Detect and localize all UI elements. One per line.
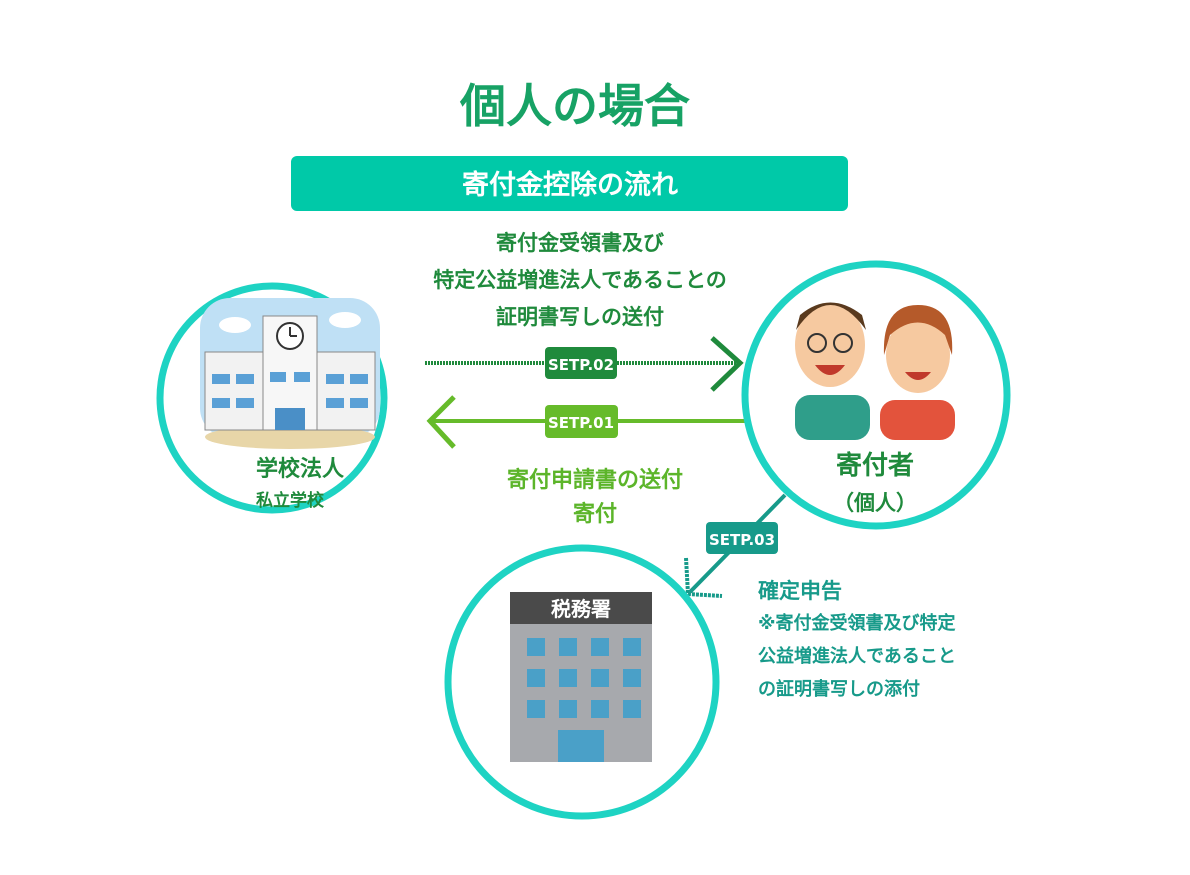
building-window: [591, 669, 609, 687]
step01-badge-label: SETP.01: [548, 414, 614, 432]
step02-badge: [545, 347, 617, 379]
building-window: [559, 669, 577, 687]
tax-office-sign: 税務署: [551, 597, 611, 621]
step03-note-line: 公益増進法人であること: [758, 645, 956, 667]
step01-text-line: 寄付申請書の送付: [507, 467, 683, 493]
building-window: [527, 638, 545, 656]
donor-label: 寄付者: [836, 450, 914, 481]
step02-text-line: 証明書写しの送付: [496, 305, 664, 329]
school-label: 学校法人: [256, 456, 344, 482]
banner: [291, 156, 848, 211]
step01-text-line: 寄付: [573, 501, 617, 527]
banner-label: 寄付金控除の流れ: [462, 169, 678, 201]
building-window: [623, 669, 641, 687]
school-illustration: [200, 298, 380, 449]
building-window: [527, 700, 545, 718]
building-window: [591, 700, 609, 718]
step03-arrow: SETP.03: [684, 493, 787, 598]
step02-arrow: SETP.02: [425, 336, 744, 392]
building-window: [623, 700, 641, 718]
step01-arrow: SETP.01: [426, 395, 745, 449]
step02-badge-label: SETP.02: [548, 356, 614, 374]
step03-badge: [706, 522, 778, 554]
donor-illustration: [795, 302, 955, 440]
school-node: 学校法人 私立学校: [156, 282, 388, 514]
school-sublabel: 私立学校: [256, 490, 325, 511]
building-window: [559, 700, 577, 718]
donor-node: 寄付者 （個人）: [741, 260, 1011, 530]
step03-badge-label: SETP.03: [709, 531, 775, 549]
page-title: 個人の場合: [459, 79, 690, 133]
building-window: [591, 638, 609, 656]
step01-badge: [545, 405, 618, 438]
step03-note-line: ※寄付金受領書及び特定: [758, 612, 956, 634]
donor-sublabel: （個人）: [833, 491, 917, 515]
tax-office-node: 税務署: [444, 544, 720, 820]
step02-text-line: 特定公益増進法人であることの: [433, 268, 727, 292]
tax-office-illustration: 税務署: [510, 592, 652, 762]
building-window: [527, 669, 545, 687]
step03-heading: 確定申告: [758, 579, 842, 603]
step03-note-line: の証明書写しの添付: [758, 678, 920, 700]
building-window: [559, 638, 577, 656]
step02-text-line: 寄付金受領書及び: [496, 231, 664, 255]
building-window: [623, 638, 641, 656]
